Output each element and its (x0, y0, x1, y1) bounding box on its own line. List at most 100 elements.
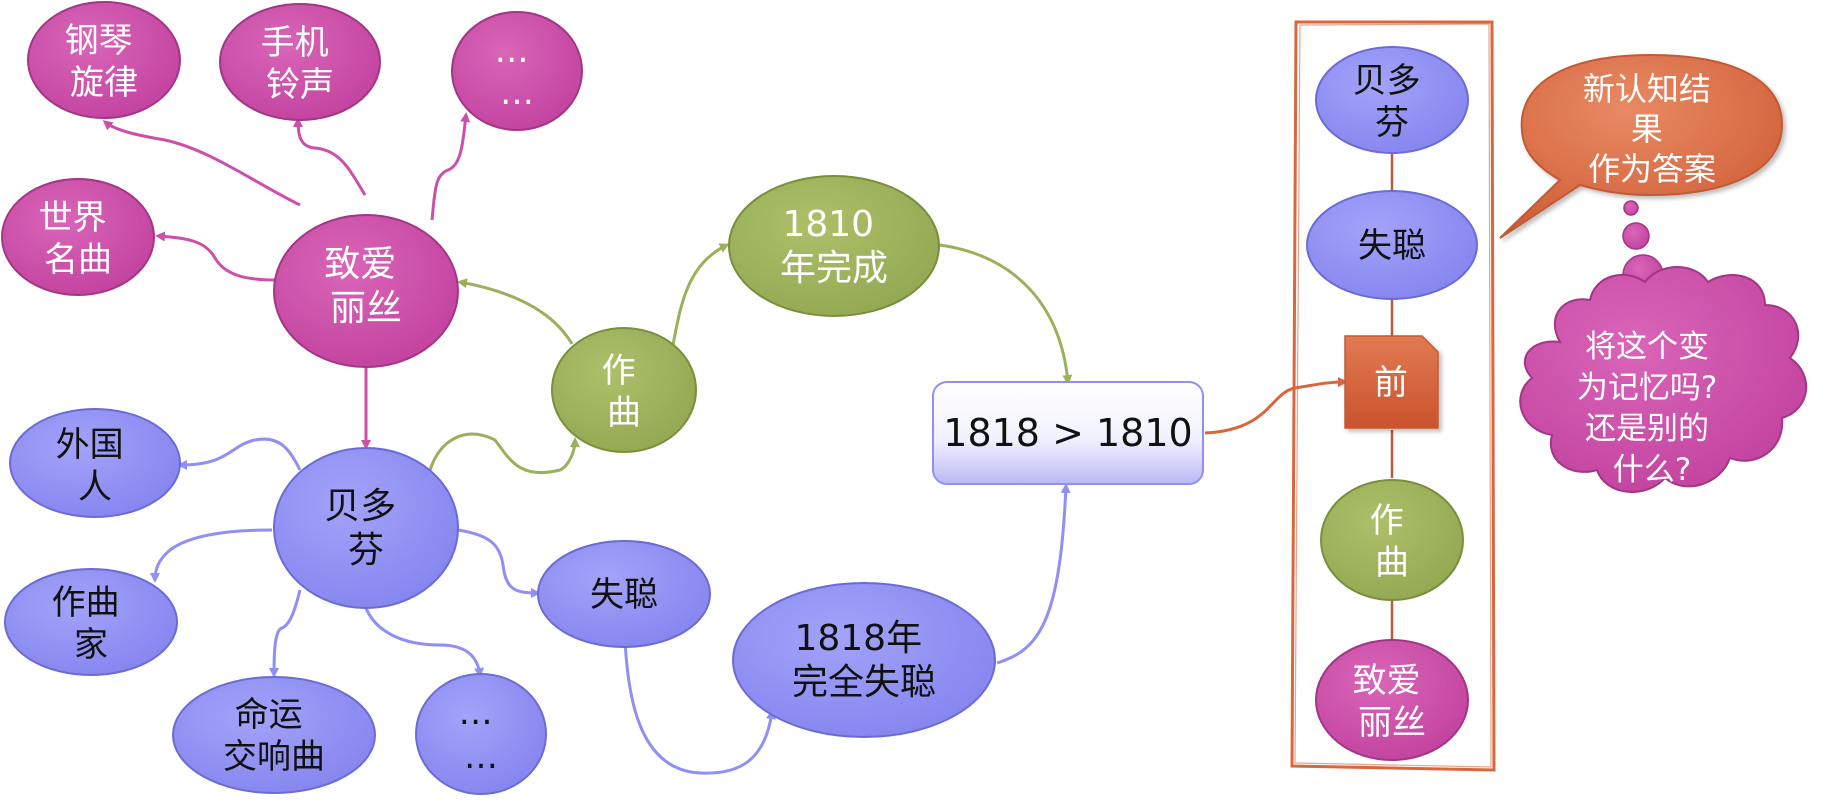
node-composer-line2: 家 (74, 625, 108, 665)
svg-text:作 曲: 作 曲 (602, 351, 647, 433)
node-more-pink-line2: … (500, 73, 534, 113)
node-compose: 作 曲 (551, 327, 697, 453)
edge-beethoven-destiny (269, 589, 302, 678)
svg-text:手机 铃声: 手机 铃声 (261, 23, 340, 105)
svg-text:致爱 丽丝: 致爱 丽丝 (324, 244, 407, 329)
node-composer: 作曲 家 (4, 568, 178, 676)
chain-beethoven-line1: 贝多 (1353, 61, 1421, 101)
svg-text:失聪: 失聪 (1358, 226, 1426, 266)
edge-beethoven-compose (428, 432, 580, 475)
node-classic-tunes: 世界 名曲 (1, 178, 155, 296)
svg-text:命运 交响曲: 命运 交响曲 (223, 695, 325, 777)
edge-compare-before (1204, 377, 1348, 435)
chain-node-beethoven: 贝多 芬 (1315, 46, 1469, 154)
thought-line1: 将这个变 (1585, 329, 1709, 365)
node-deafness-line1: 失聪 (590, 575, 658, 615)
svg-text:作曲 家: 作曲 家 (52, 583, 131, 665)
svg-text:1810 年完成: 1810 年完成 (780, 204, 888, 289)
node-beethoven: 贝多 芬 (273, 447, 459, 609)
edge-deaf-1818 (623, 639, 776, 775)
chain-deafness-line1: 失聪 (1358, 226, 1426, 266)
edge-beethoven-deaf (457, 528, 541, 598)
node-phone-ringtone: 手机 铃声 (219, 3, 381, 121)
node-foreigner: 外国 人 (9, 408, 181, 518)
chain-node-deafness: 失聪 (1306, 190, 1478, 300)
chain-frame (1290, 20, 1496, 772)
node-1818-line2: 完全失聪 (792, 662, 936, 703)
node-piano-melody-line2: 旋律 (70, 63, 138, 103)
node-more-blue: … … (415, 673, 547, 795)
node-piano-melody: 钢琴 旋律 (27, 1, 181, 119)
node-fur-elise: 致爱 丽丝 (273, 214, 459, 368)
svg-text:致爱 丽丝: 致爱 丽丝 (1353, 661, 1432, 743)
node-destiny-line2: 交响曲 (223, 737, 325, 777)
node-foreigner-line1: 外国 (56, 425, 124, 465)
chain-compose-line1: 作 (1370, 501, 1404, 541)
node-compare-text: 1818 > 1810 (943, 411, 1192, 455)
node-1818-line1: 1818年 (794, 618, 922, 659)
svg-text:作 曲: 作 曲 (1370, 501, 1415, 583)
edge-1818-compare (996, 483, 1071, 665)
edge-elise-piano (102, 120, 301, 207)
svg-text:失聪: 失聪 (590, 575, 658, 615)
node-classic-tunes-line2: 名曲 (44, 240, 112, 280)
connectors (102, 112, 1348, 775)
svg-text:世界 名曲: 世界 名曲 (39, 198, 118, 280)
speech-line1: 新认知结 (1583, 70, 1711, 108)
node-destiny-symphony: 命运 交响曲 (172, 676, 376, 794)
chain-beethoven-line2: 芬 (1375, 103, 1409, 143)
node-phone-ringtone-line1: 手机 (261, 23, 329, 63)
node-piano-melody-line1: 钢琴 (65, 21, 133, 61)
chain-before-text: 前 (1374, 363, 1408, 403)
edge-beethoven-foreigner (177, 437, 302, 471)
thought-line3: 还是别的 (1585, 411, 1709, 447)
speech-bubble: 新认知结 果 作为答案 (1499, 53, 1784, 239)
node-more-blue-line2: … (464, 737, 498, 777)
edge-elise-classic (155, 231, 276, 282)
chain-node-compose: 作 曲 (1320, 479, 1464, 601)
chain-node-before: 前 (1344, 335, 1439, 429)
thought-cloud: 将这个变 为记忆吗? 还是别的 什么? (1519, 266, 1808, 493)
node-composer-line1: 作曲 (52, 583, 120, 623)
edge-elise-more (430, 112, 471, 221)
node-1810-line2: 年完成 (780, 248, 888, 289)
edge-beethoven-more (364, 607, 485, 678)
node-phone-ringtone-line2: 铃声 (266, 65, 334, 105)
edge-elise-ringtone (293, 117, 367, 196)
node-beethoven-line1: 贝多 (324, 486, 396, 527)
node-compose-line1: 作 (602, 351, 636, 391)
chain-elise-line2: 丽丝 (1358, 703, 1426, 743)
node-1810-line1: 1810 (782, 204, 874, 245)
node-1810-completed: 1810 年完成 (728, 175, 940, 317)
svg-text:1818年 完全失聪: 1818年 完全失聪 (792, 618, 936, 703)
svg-text:… …: … … (459, 693, 504, 777)
node-more-pink: … … (451, 11, 583, 131)
svg-text:贝多 芬: 贝多 芬 (1353, 61, 1432, 143)
svg-text:钢琴 旋律: 钢琴 旋律 (65, 21, 144, 103)
edge-compose-elise (457, 278, 574, 345)
svg-text:外国 人: 外国 人 (56, 425, 135, 507)
chain-elise-line1: 致爱 (1353, 661, 1421, 701)
chain-compose-line2: 曲 (1375, 543, 1409, 583)
svg-text:… …: … … (495, 31, 540, 113)
speech-line2: 果 (1631, 110, 1663, 148)
node-more-pink-line1: … (495, 31, 529, 71)
node-compose-line2: 曲 (607, 393, 641, 433)
thought-line4: 什么? (1613, 452, 1691, 488)
edge-1810-compare (939, 243, 1073, 385)
node-more-blue-line1: … (459, 693, 493, 733)
speech-line3: 作为答案 (1588, 150, 1716, 188)
node-compare-years: 1818 > 1810 (932, 381, 1204, 485)
node-beethoven-line2: 芬 (348, 530, 384, 571)
node-destiny-line1: 命运 (235, 695, 303, 735)
node-fur-elise-line1: 致爱 (324, 244, 396, 285)
svg-text:贝多 芬: 贝多 芬 (324, 486, 407, 571)
thought-line2: 为记忆吗? (1577, 370, 1717, 406)
node-fur-elise-line2: 丽丝 (330, 288, 402, 329)
node-deafness: 失聪 (537, 540, 711, 648)
svg-text:将这个变 为记忆吗? 还是别的: 将这个变 为记忆吗? 还是别的 什么? (1577, 329, 1727, 488)
node-foreigner-line2: 人 (78, 467, 112, 507)
node-classic-tunes-line1: 世界 (39, 198, 107, 238)
node-1818-deaf: 1818年 完全失聪 (732, 582, 996, 738)
